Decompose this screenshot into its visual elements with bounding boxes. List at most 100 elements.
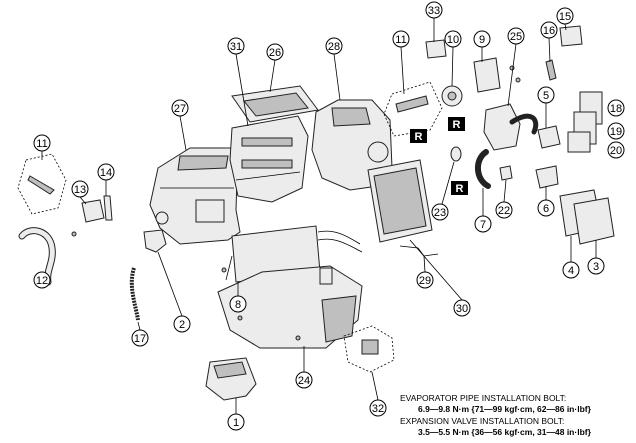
air-filter [231, 85, 319, 123]
expansion-valve-spec-title: EXPANSION VALVE INSTALLATION BOLT: [400, 416, 565, 426]
left-case [149, 147, 241, 245]
actuator-6 [535, 165, 559, 189]
link-rods-upper [395, 95, 429, 113]
svg-text:1: 1 [233, 417, 239, 429]
callout-12: 12 [33, 271, 51, 289]
svg-text:4: 4 [568, 265, 574, 277]
evaporator-pipe-spec-title: EVAPORATOR PIPE INSTALLATION BOLT: [400, 393, 567, 403]
screw [515, 77, 521, 83]
callout-3: 3 [587, 257, 605, 275]
mode-door-assembly [229, 115, 309, 203]
actuator-33 [425, 39, 447, 59]
hex-group-left [17, 153, 67, 215]
svg-text:26: 26 [269, 47, 281, 59]
right-case [311, 99, 393, 191]
svg-text:13: 13 [74, 184, 86, 196]
svg-text:7: 7 [480, 219, 486, 231]
callout-32: 32 [369, 399, 387, 417]
svg-text:14: 14 [100, 167, 112, 179]
svg-text:5: 5 [543, 90, 549, 102]
expansion-valve-spec-value: 3.5—5.5 N·m {36—56 kgf·cm, 31—48 in·lbf} [418, 427, 591, 437]
replace-mark-2 [448, 117, 465, 131]
harness-29 [399, 245, 439, 257]
svg-text:27: 27 [174, 103, 186, 115]
callout-4: 4 [562, 261, 580, 279]
replace-mark-2-text: R [453, 119, 461, 131]
svg-text:25: 25 [510, 31, 522, 43]
callout-31: 31 [227, 37, 245, 55]
svg-text:10: 10 [447, 34, 459, 46]
callout-17: 17 [131, 329, 149, 347]
hex-group-lower [343, 325, 395, 373]
callout-18: 18 [607, 99, 625, 117]
callout-7: 7 [474, 215, 492, 233]
replace-mark-1 [410, 129, 427, 143]
callout-10: 10 [444, 30, 462, 48]
bracket [143, 229, 167, 253]
callout-13: 13 [71, 180, 89, 198]
svg-text:11: 11 [395, 34, 406, 46]
svg-text:24: 24 [298, 375, 310, 387]
resistor-32 [361, 339, 379, 355]
callout-5: 5 [537, 86, 555, 104]
part-22 [499, 165, 513, 181]
callout-15: 15 [556, 7, 574, 25]
screw [221, 267, 227, 273]
gear-10-hub [447, 91, 457, 101]
screw [237, 315, 243, 321]
svg-text:31: 31 [230, 41, 242, 53]
svg-text:32: 32 [372, 403, 384, 415]
svg-text:15: 15 [559, 11, 571, 23]
callout-23: 23 [431, 203, 449, 221]
replace-mark-1-text: R [415, 131, 423, 143]
callout-28: 28 [325, 37, 343, 55]
screw [71, 231, 77, 237]
svg-text:12: 12 [36, 275, 48, 287]
callout-20: 20 [607, 141, 625, 159]
pipe-7 [475, 149, 491, 189]
svg-text:17: 17 [134, 333, 146, 345]
callout-9: 9 [473, 30, 491, 48]
svg-text:19: 19 [610, 126, 622, 138]
replace-marks: R R R [410, 117, 468, 195]
callout-25: 25 [507, 27, 525, 45]
svg-text:28: 28 [328, 41, 340, 53]
svg-text:30: 30 [456, 303, 468, 315]
floor-duct [205, 357, 257, 401]
lower-case [217, 265, 363, 349]
callout-29: 29 [416, 271, 434, 289]
svg-text:2: 2 [179, 319, 185, 331]
plug-23 [450, 146, 462, 162]
actuator-15 [559, 25, 583, 47]
callout-27: 27 [171, 99, 189, 117]
svg-text:33: 33 [428, 5, 440, 17]
actuator-5 [537, 125, 561, 149]
callouts: 1 2 3 4 5 6 7 8 9 10 11 11 12 13 14 15 1… [33, 1, 625, 431]
gasket-17 [129, 267, 140, 321]
link-rods-left [27, 175, 55, 195]
pin-16 [545, 59, 557, 81]
svg-text:20: 20 [610, 145, 622, 157]
svg-text:22: 22 [498, 205, 510, 217]
callout-1: 1 [227, 413, 245, 431]
svg-text:9: 9 [479, 34, 485, 46]
part-shapes [17, 25, 615, 401]
svg-text:18: 18 [610, 103, 622, 115]
filter-20 [567, 131, 591, 153]
callout-11-left: 11 [33, 134, 51, 152]
replace-mark-3-text: R [456, 183, 464, 195]
callout-16: 16 [540, 21, 558, 39]
callout-30: 30 [453, 299, 471, 317]
actuator-9 [473, 57, 501, 93]
leader-lines [41, 18, 597, 414]
svg-text:23: 23 [434, 207, 446, 219]
actuator-13 [81, 199, 105, 223]
callout-26: 26 [266, 43, 284, 61]
callout-8: 8 [229, 295, 247, 313]
expansion-valve-spec: EXPANSION VALVE INSTALLATION BOLT: 3.5—5… [400, 416, 591, 438]
callout-24: 24 [295, 371, 313, 389]
replace-mark-3 [451, 181, 468, 195]
svg-text:11: 11 [36, 138, 47, 150]
callout-6: 6 [537, 199, 555, 217]
